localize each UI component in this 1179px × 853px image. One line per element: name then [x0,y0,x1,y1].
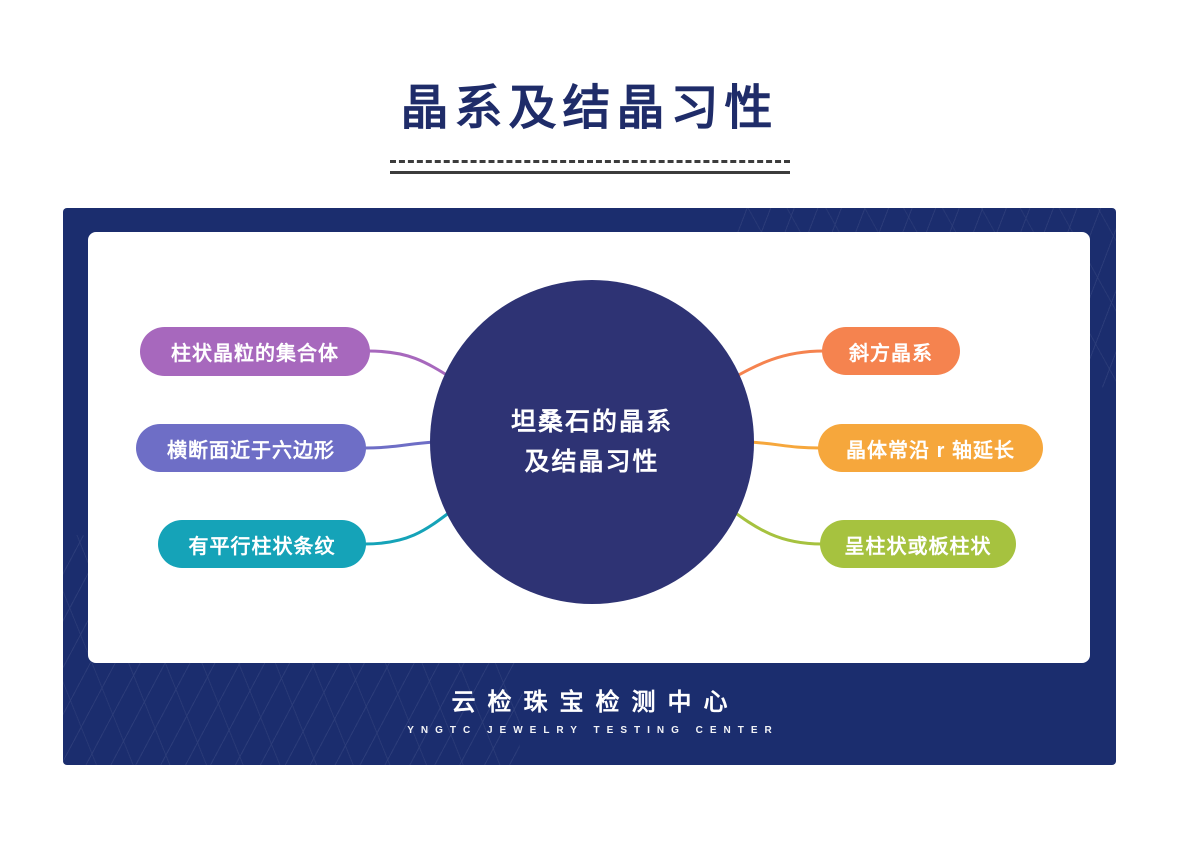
center-node-label-line1: 坦桑石的晶系 [510,408,673,436]
center-node-label-line2: 及结晶习性 [524,448,660,476]
title-underline [389,160,790,174]
node-left-1-label: 柱状晶粒的集合体 [171,343,339,365]
diagram-panel: 坦桑石的晶系 及结晶习性 柱状晶粒的集合体 横断面近于六边形 有平行柱状条纹 斜… [63,208,1116,765]
node-right-3: 呈柱状或板柱状 [820,520,1016,568]
node-left-2-label: 横断面近于六边形 [167,439,335,462]
node-right-2: 晶体常沿 r 轴延长 [818,424,1043,472]
connector-left-2 [362,440,436,450]
connector-right-2 [748,440,822,450]
connector-right-3 [724,504,824,546]
center-node: 坦桑石的晶系 及结晶习性 [430,280,754,604]
node-left-2: 横断面近于六边形 [136,424,366,472]
node-right-3-label: 呈柱状或板柱状 [844,535,992,558]
connector-left-3 [362,504,460,546]
brand-name-cn: 云检珠宝检测中心 [451,689,740,716]
page-header: 晶系及结晶习性 [0,68,1179,174]
footer-brand: 云检珠宝检测中心 YNGTC Jewelry Testing Center [63,682,1116,736]
diagram-card: 坦桑石的晶系 及结晶习性 柱状晶粒的集合体 横断面近于六边形 有平行柱状条纹 斜… [88,232,1090,663]
node-left-1: 柱状晶粒的集合体 [140,327,370,376]
node-right-1: 斜方晶系 [822,327,960,375]
node-left-3: 有平行柱状条纹 [158,520,366,568]
node-right-2-label: 晶体常沿 r 轴延长 [846,439,1015,462]
node-left-3-label: 有平行柱状条纹 [188,535,336,558]
brand-name-en: YNGTC Jewelry Testing Center [407,725,779,736]
node-right-1-label: 斜方晶系 [849,342,933,365]
page-title: 晶系及结晶习性 [400,82,779,135]
